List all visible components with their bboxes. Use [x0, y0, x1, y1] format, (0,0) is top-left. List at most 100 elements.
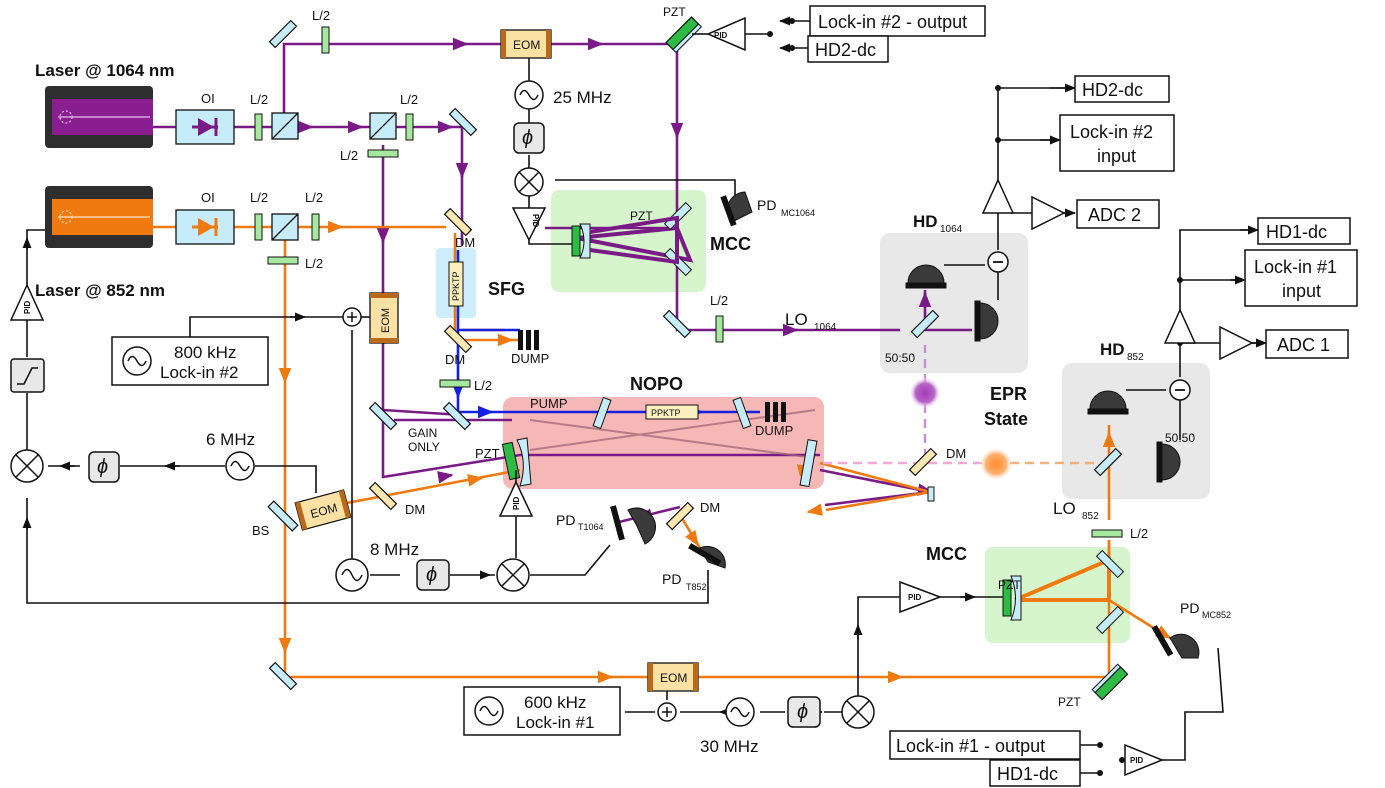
- pid-label-e: PID: [908, 593, 922, 602]
- bs-label: BS: [252, 523, 270, 538]
- lockin2-input-line2: input: [1097, 146, 1136, 166]
- pd-t1064-text: PD: [556, 512, 575, 528]
- lockin2-input-line1: Lock-in #2: [1070, 122, 1153, 142]
- hwp-label-a: L/2: [250, 92, 268, 107]
- adc2-label: ADC 2: [1088, 205, 1141, 225]
- osc-800-line2: Lock-in #2: [160, 363, 238, 382]
- osc-600-line1: 600 kHz: [524, 693, 586, 712]
- hd1064-sub: 1064: [940, 224, 963, 235]
- osc-800-line1: 800 kHz: [174, 343, 236, 362]
- pump-label: PUMP: [530, 396, 568, 411]
- lockin1-output-label: Lock-in #1 - output: [896, 736, 1045, 756]
- freq-6-label: 6 MHz: [206, 430, 255, 449]
- hwp-label-e: L/2: [250, 190, 268, 205]
- phi-c: ϕ: [426, 564, 437, 586]
- oi-label-1: OI: [201, 91, 215, 106]
- mcc1064-label: MCC: [710, 234, 751, 254]
- hd852-text: HD: [1100, 340, 1125, 359]
- mcc852-pzt-label: PZT: [998, 578, 1021, 592]
- sfg-label: SFG: [488, 279, 525, 299]
- hd2dc-top-label: HD2-dc: [815, 40, 876, 60]
- summer-pluses: [347, 312, 672, 717]
- eom-top: EOM: [500, 29, 552, 59]
- lo852-label: LO 852: [1053, 499, 1099, 522]
- dm-labels: DM DM DM DM DM: [405, 235, 966, 517]
- eom-bottom-label: EOM: [660, 671, 687, 685]
- pid-label-d: PID: [512, 496, 521, 510]
- hwp-label-c: L/2: [400, 92, 418, 107]
- photodiodes: [610, 191, 1200, 659]
- pd-t852-sub: T852: [686, 582, 707, 592]
- lo852-sub: 852: [1082, 511, 1099, 522]
- lo852-text: LO: [1053, 499, 1076, 518]
- mcc852-cavity: [1002, 549, 1125, 635]
- pd-mc1064-sub: MC1064: [781, 208, 815, 218]
- amplifiers: [981, 178, 1254, 361]
- beam-852-arrows: [202, 220, 1172, 684]
- hd1dc-right-label: HD1-dc: [1266, 222, 1327, 242]
- laser-1064: [45, 86, 153, 148]
- dm-label-e: DM: [700, 500, 720, 515]
- pd-mc1064-text: PD: [757, 197, 776, 213]
- pid-label-c: PID: [23, 300, 32, 314]
- pd-mc1064-label: PD MC1064: [757, 197, 815, 218]
- half-wave-plates: [254, 26, 1123, 538]
- hwp-label-b: L/2: [312, 8, 330, 23]
- sfg-crystal-label: PPKTP: [451, 271, 461, 301]
- lockin1-input-line2: input: [1282, 281, 1321, 301]
- pid-boxes: [9, 16, 1164, 777]
- mcc1064-region: [551, 190, 706, 292]
- dichroic-mirrors: [368, 207, 938, 531]
- eom-vertical: EOM: [369, 292, 399, 344]
- hwp-label-d: L/2: [340, 148, 358, 163]
- optical-isolator-1064: [175, 109, 235, 145]
- pd-mc852-label: PD MC852: [1180, 600, 1231, 620]
- bs-852: [267, 500, 299, 532]
- epr-orange-glow: [979, 447, 1013, 481]
- pzt-852-label: PZT: [1058, 695, 1081, 709]
- hd1064-ratio: 50:50: [885, 351, 915, 365]
- nopo-crystal-label: PPKTP: [651, 408, 681, 418]
- subtractor-minus: [993, 261, 1185, 391]
- laser-852-label: Laser @ 852 nm: [35, 281, 165, 300]
- sfg-crystal: [448, 261, 464, 307]
- hd1dc-bottom-label: HD1-dc: [997, 764, 1058, 784]
- hd2dc-right-label: HD2-dc: [1082, 80, 1143, 100]
- pid-labels: PID PID PID PID PID PID: [23, 31, 1144, 765]
- lockin2-output-label: Lock-in #2 - output: [818, 12, 967, 32]
- pzt-top-mirror: [665, 16, 703, 54]
- beam-splitter-cubes: [271, 112, 397, 241]
- optical-isolator-852: [175, 209, 235, 245]
- epr-label-2: State: [984, 409, 1028, 429]
- dump-sfg: [518, 330, 539, 350]
- hwp-label-g: L/2: [305, 256, 323, 271]
- hwp-label-h: L/2: [474, 378, 492, 393]
- epr-label-1: EPR: [990, 384, 1027, 404]
- sine-glyphs: [230, 89, 750, 718]
- eom-vertical-label: EOM: [380, 308, 392, 333]
- freq-8-label: 8 MHz: [370, 540, 419, 559]
- pd-t1064-label: PD T1064: [556, 512, 604, 532]
- lo1064-sub: 1064: [814, 322, 837, 333]
- dm-label-d: DM: [946, 446, 966, 461]
- epr-purple-glow: [909, 377, 941, 409]
- eom-852-left-label: EOM: [309, 500, 339, 521]
- pid-label-a: PID: [714, 31, 728, 40]
- hd1064-title: HD 1064: [913, 212, 963, 235]
- pzt-top-label: PZT: [663, 5, 686, 19]
- osc-800-box: 800 kHz Lock-in #2: [111, 336, 269, 386]
- adc1-label: ADC 1: [1277, 335, 1330, 355]
- hwp-label-j: L/2: [1130, 526, 1148, 541]
- dm-label-b: DM: [445, 352, 465, 367]
- nopo-label: NOPO: [630, 374, 683, 394]
- gain-only-label-1: GAIN: [408, 426, 437, 440]
- hd852-title: HD 852: [1100, 340, 1144, 363]
- oi-label-2: OI: [201, 190, 215, 205]
- pzt-852-mirror: [1091, 663, 1129, 701]
- pid-label-b: PID: [531, 214, 540, 228]
- hwp-label-i: L/2: [710, 293, 728, 308]
- dump-nopo-label: DUMP: [755, 423, 793, 438]
- phi-d: ϕ: [797, 701, 808, 723]
- freq-30-label: 30 MHz: [700, 737, 759, 756]
